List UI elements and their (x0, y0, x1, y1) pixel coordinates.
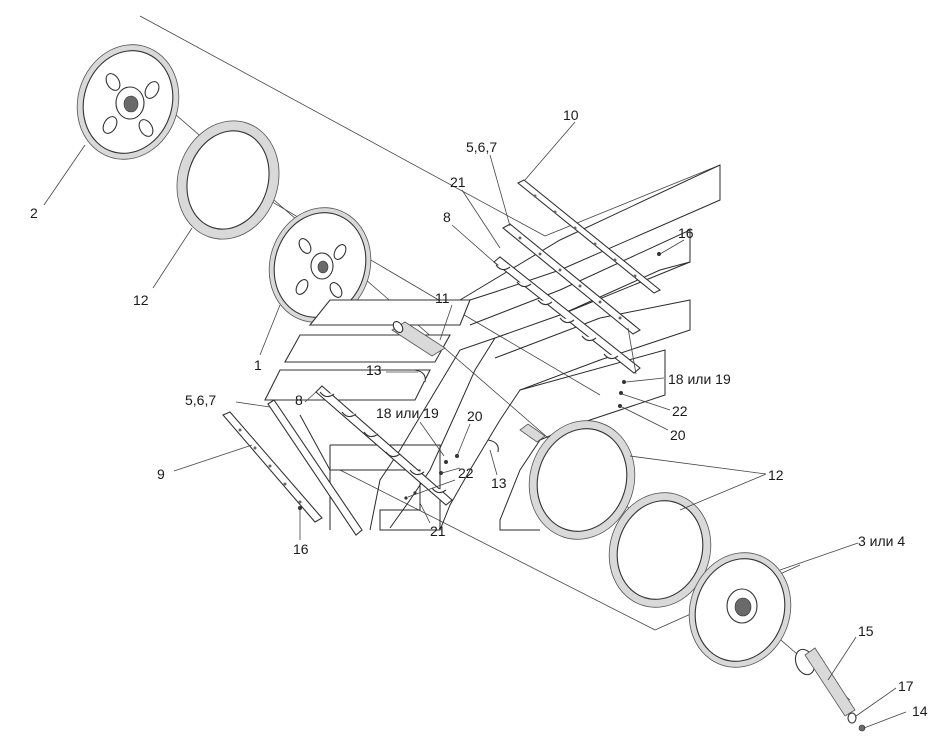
callout-9: 9 (157, 466, 165, 482)
axle-part-15 (794, 647, 856, 717)
disc-part-1 (268, 207, 372, 323)
callout-21-lower: 21 (430, 523, 446, 539)
callout-8-lower: 8 (295, 392, 303, 408)
callout-5-6-7-upper: 5,6,7 (466, 139, 497, 155)
ring-part-12-middle (528, 420, 636, 540)
wheel-rim-part-3-or-4 (688, 552, 792, 668)
callout-11: 11 (435, 290, 450, 306)
wheel-rim-part-2 (76, 44, 180, 160)
bracket-part-8-lower (315, 385, 453, 506)
callout-10: 10 (563, 107, 579, 123)
callout-12-upper: 12 (133, 292, 149, 308)
callout-16-upper: 16 (678, 225, 694, 241)
callout-12-right: 12 (768, 467, 784, 483)
bracket-part-8-upper (493, 256, 641, 374)
blade-bar-part-10 (516, 179, 662, 294)
callout-15: 15 (858, 623, 874, 639)
drum-frame-panels (264, 164, 721, 531)
callout-16-lower: 16 (293, 541, 309, 557)
washer-part-17 (847, 712, 857, 724)
callout-8-upper: 8 (443, 209, 451, 225)
callout-20-center: 20 (467, 408, 483, 424)
callout-17: 17 (898, 678, 914, 694)
central-shaft (391, 321, 546, 443)
callout-5-6-7-lower: 5,6,7 (185, 392, 216, 408)
callout-2: 2 (30, 205, 38, 221)
callout-13-upper: 13 (366, 362, 382, 378)
callout-21-upper: 21 (450, 174, 466, 190)
callout-13-lower: 13 (491, 475, 507, 491)
ring-part-12-lower (608, 492, 712, 608)
blade-part-5-6-7-lower (267, 399, 363, 536)
callout-18-or-19-center: 18 или 19 (376, 405, 439, 421)
blade-bar-part-9 (222, 411, 323, 523)
callout-1: 1 (254, 357, 262, 373)
ring-part-12-upper (176, 120, 280, 240)
callout-20-right: 20 (670, 427, 686, 443)
blade-part-5-6-7-upper (502, 223, 641, 335)
callout-14: 14 (912, 703, 928, 719)
callout-22-right: 22 (672, 403, 688, 419)
callout-3-or-4: 3 или 4 (858, 533, 905, 549)
fasteners (298, 252, 661, 510)
callout-labels: 2 12 1 10 5,6,7 21 8 16 11 13 18 или 19 … (30, 107, 928, 719)
callout-18-or-19-right: 18 или 19 (668, 371, 731, 387)
leader-lines (43, 121, 907, 729)
hook-part-13 (414, 369, 499, 453)
callout-22-center: 22 (458, 465, 474, 481)
